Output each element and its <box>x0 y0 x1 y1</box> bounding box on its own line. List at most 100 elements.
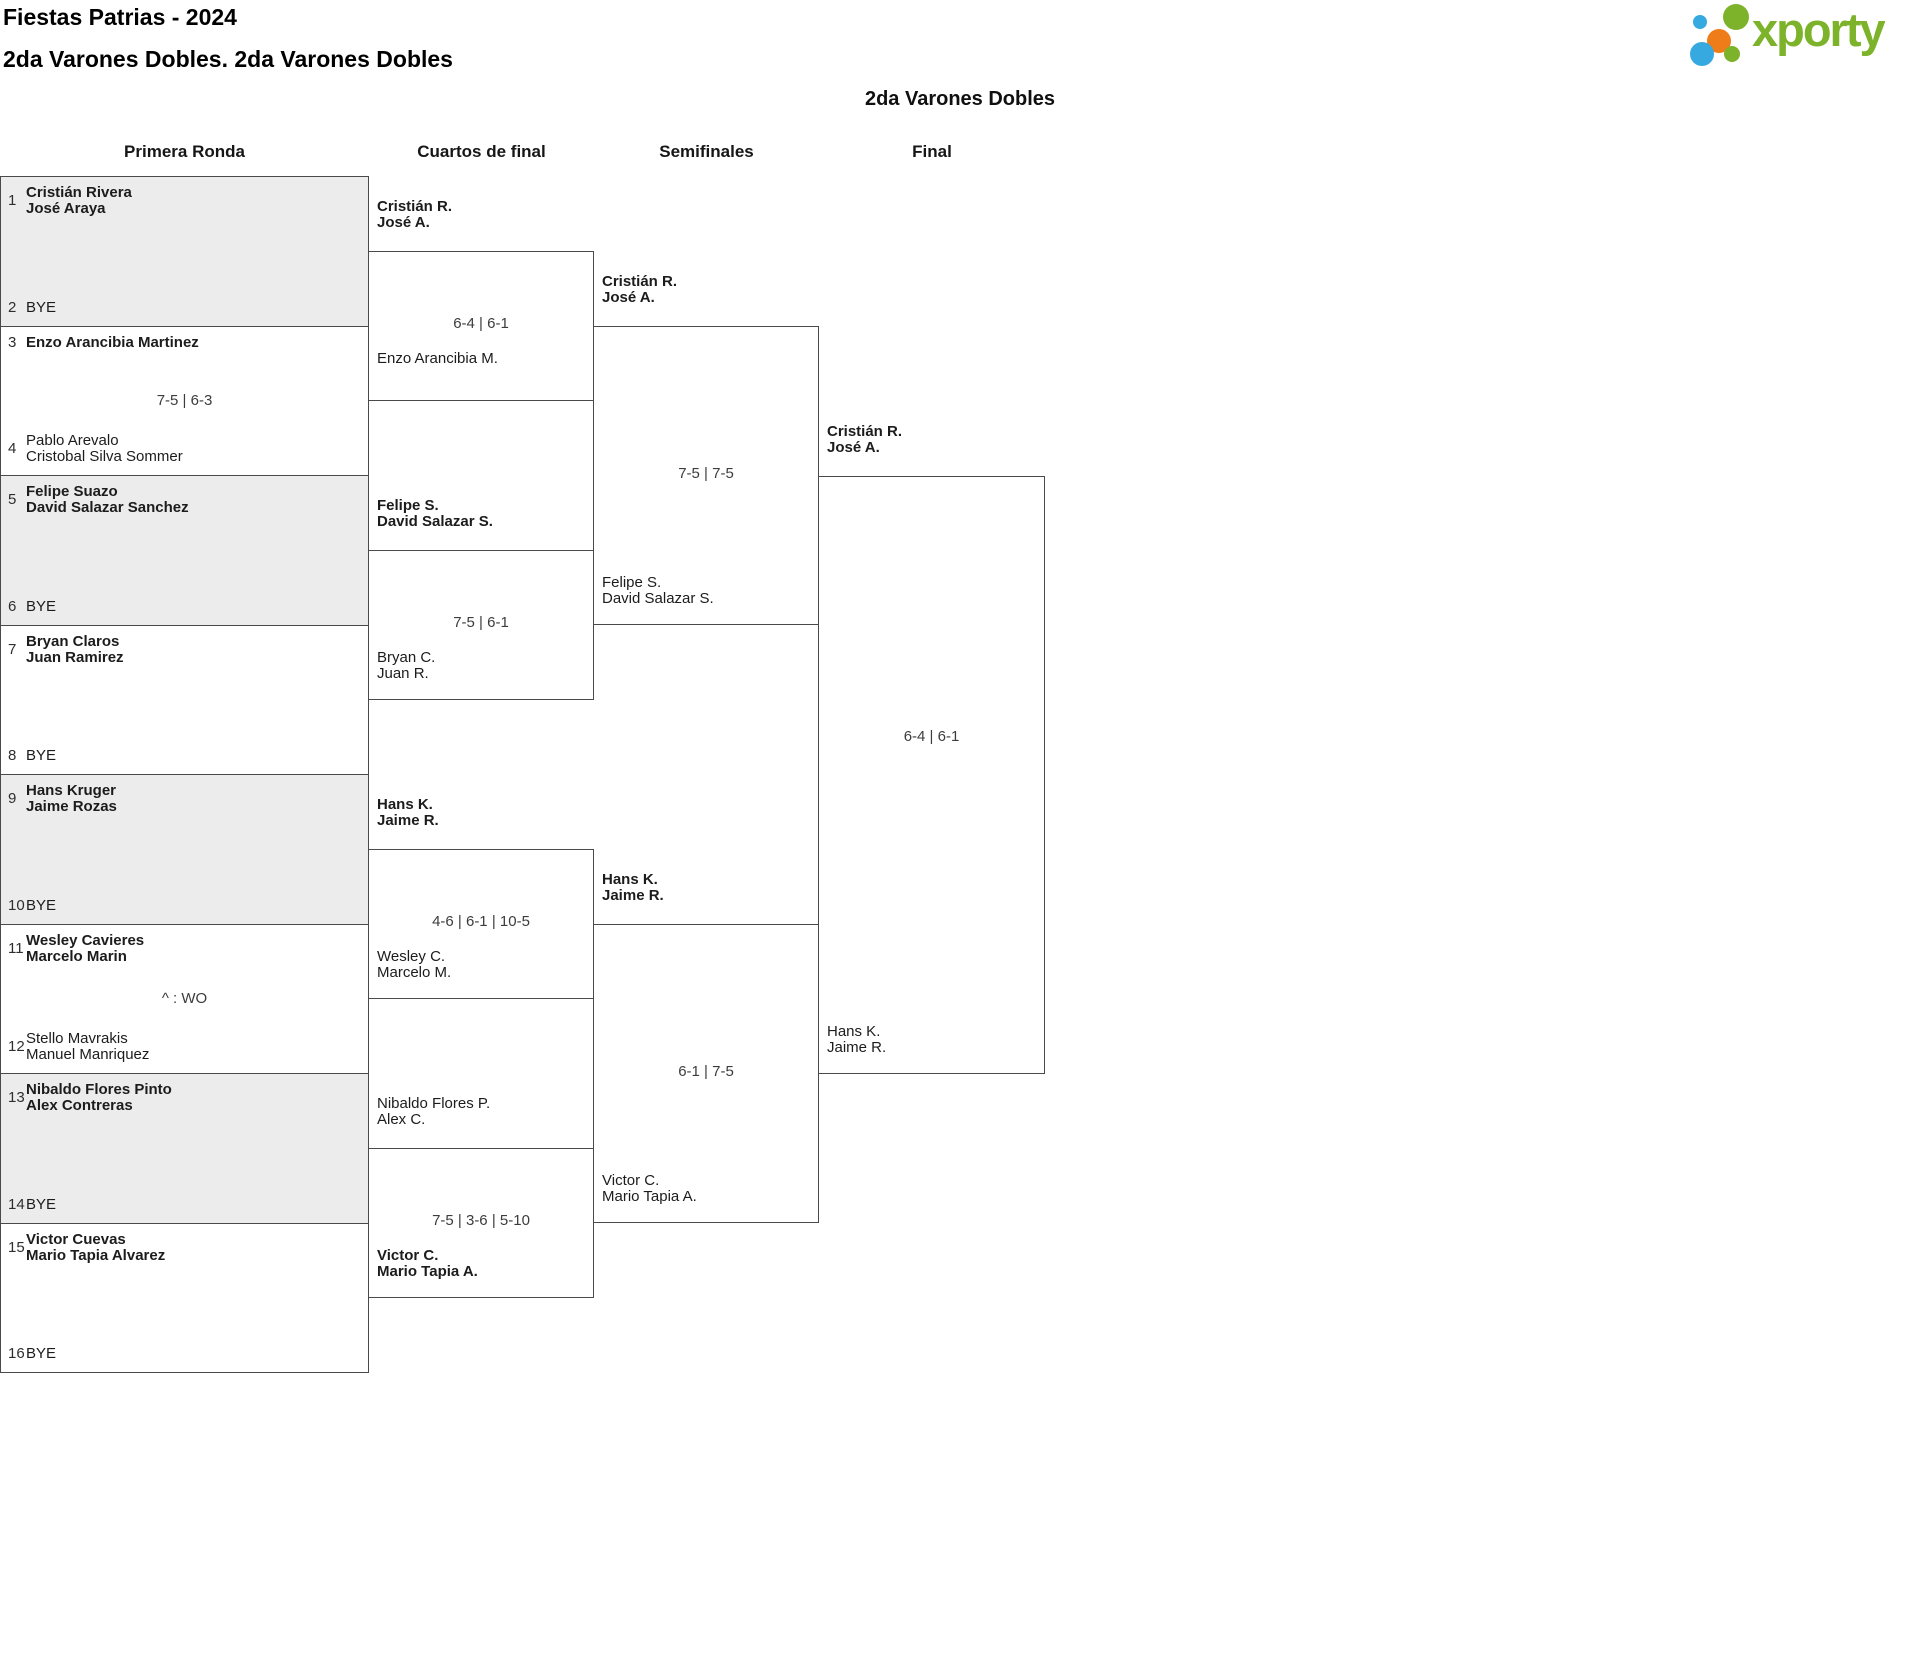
advancing-team-label: Felipe S.David Salazar S. <box>377 498 493 530</box>
team-name: José A. <box>602 289 655 306</box>
seed-number: 16 <box>8 1345 25 1362</box>
team-name: Bryan C. <box>377 649 436 666</box>
round-header-final: Final <box>912 142 952 161</box>
team-name: Alex C. <box>377 1111 426 1128</box>
team-names: BYE <box>26 748 56 764</box>
quarterfinal-match-box[interactable] <box>368 550 594 700</box>
team-names: BYE <box>26 1197 56 1213</box>
team-slot-bottom: 2 BYE <box>8 300 364 316</box>
team-label: Hans K.Jaime R. <box>827 1024 886 1056</box>
team-name: Manuel Manriquez <box>26 1046 150 1063</box>
team-label: Enzo Arancibia M. <box>377 351 498 367</box>
seed-number: 1 <box>8 192 17 209</box>
match-score: 7-5 | 7-5 <box>678 465 734 482</box>
team-name: Cristián R. <box>377 198 453 215</box>
team-name: Juan Ramirez <box>26 649 124 666</box>
final-match-box[interactable] <box>818 476 1045 1074</box>
logo-dot-green-small-icon <box>1724 46 1740 62</box>
team-name: Cristián Rivera <box>26 184 132 201</box>
team-name: Felipe Suazo <box>26 483 118 500</box>
team-name: Cristián R. <box>827 423 903 440</box>
seed-number: 15 <box>8 1239 25 1256</box>
team-name: José Araya <box>26 200 106 217</box>
team-name: David Salazar S. <box>602 590 714 607</box>
team-name: Wesley C. <box>377 948 446 965</box>
team-names: Victor C.Mario Tapia A. <box>602 1173 697 1205</box>
logo-dot-green-big-icon <box>1723 4 1749 30</box>
advancing-team-label: Hans K.Jaime R. <box>377 797 439 829</box>
round-header-cuartos-de-final: Cuartos de final <box>417 142 546 161</box>
team-name: Alex Contreras <box>26 1097 133 1114</box>
seed-number: 2 <box>8 299 17 316</box>
match-score: ^ : WO <box>161 990 208 1007</box>
team-names: Enzo Arancibia M. <box>377 351 498 367</box>
match-score: 7-5 | 6-1 <box>453 614 509 631</box>
team-names: BYE <box>26 300 56 316</box>
team-name: Mario Tapia Alvarez <box>26 1247 166 1264</box>
bye-label: BYE <box>26 897 57 914</box>
advancing-team-label: Nibaldo Flores P.Alex C. <box>377 1096 490 1128</box>
team-name: David Salazar Sanchez <box>26 499 189 516</box>
team-name: Pablo Arevalo <box>26 432 119 449</box>
advancing-team-label: Cristián R.José A. <box>827 424 902 456</box>
team-names: Cristián R.José A. <box>377 199 452 231</box>
round-header-semifinales: Semifinales <box>659 142 754 161</box>
seed-number: 3 <box>8 334 17 351</box>
seed-number: 5 <box>8 491 17 508</box>
match-score: 6-1 | 7-5 <box>678 1063 734 1080</box>
team-label: Bryan C.Juan R. <box>377 650 435 682</box>
team-slot-bottom: 6 BYE <box>8 599 364 615</box>
team-name: José A. <box>827 439 880 456</box>
team-name: Jaime R. <box>602 887 664 904</box>
team-name: Victor C. <box>602 1172 660 1189</box>
match-score: 4-6 | 6-1 | 10-5 <box>432 913 530 930</box>
team-label: Victor C.Mario Tapia A. <box>377 1248 478 1280</box>
team-name: Hans K. <box>827 1023 881 1040</box>
team-name: Juan R. <box>377 665 429 682</box>
seed-number: 7 <box>8 641 17 658</box>
bye-label: BYE <box>26 1345 57 1362</box>
xporty-logo[interactable]: xporty <box>1686 0 1918 74</box>
team-names: Cristián R.José A. <box>827 424 902 456</box>
bye-label: BYE <box>26 1196 57 1213</box>
advancing-team-label: Cristián R.José A. <box>602 274 677 306</box>
team-name: Jaime R. <box>377 812 439 829</box>
team-name: Enzo Arancibia M. <box>377 350 498 367</box>
quarterfinal-match-box[interactable] <box>368 1148 594 1298</box>
seed-number: 9 <box>8 790 17 807</box>
team-name: Cristobal Silva Sommer <box>26 448 183 465</box>
team-name: Bryan Claros <box>26 633 120 650</box>
bracket-title: 2da Varones Dobles <box>864 88 1056 110</box>
bye-label: BYE <box>26 299 57 316</box>
semifinal-match-box[interactable] <box>593 326 819 625</box>
team-name: Felipe S. <box>602 574 662 591</box>
team-name: Nibaldo Flores Pinto <box>26 1081 172 1098</box>
team-names: Felipe S.David Salazar S. <box>377 498 493 530</box>
team-names: BYE <box>26 599 56 615</box>
seed-number: 6 <box>8 598 17 615</box>
advancing-team-label: Hans K.Jaime R. <box>602 872 664 904</box>
